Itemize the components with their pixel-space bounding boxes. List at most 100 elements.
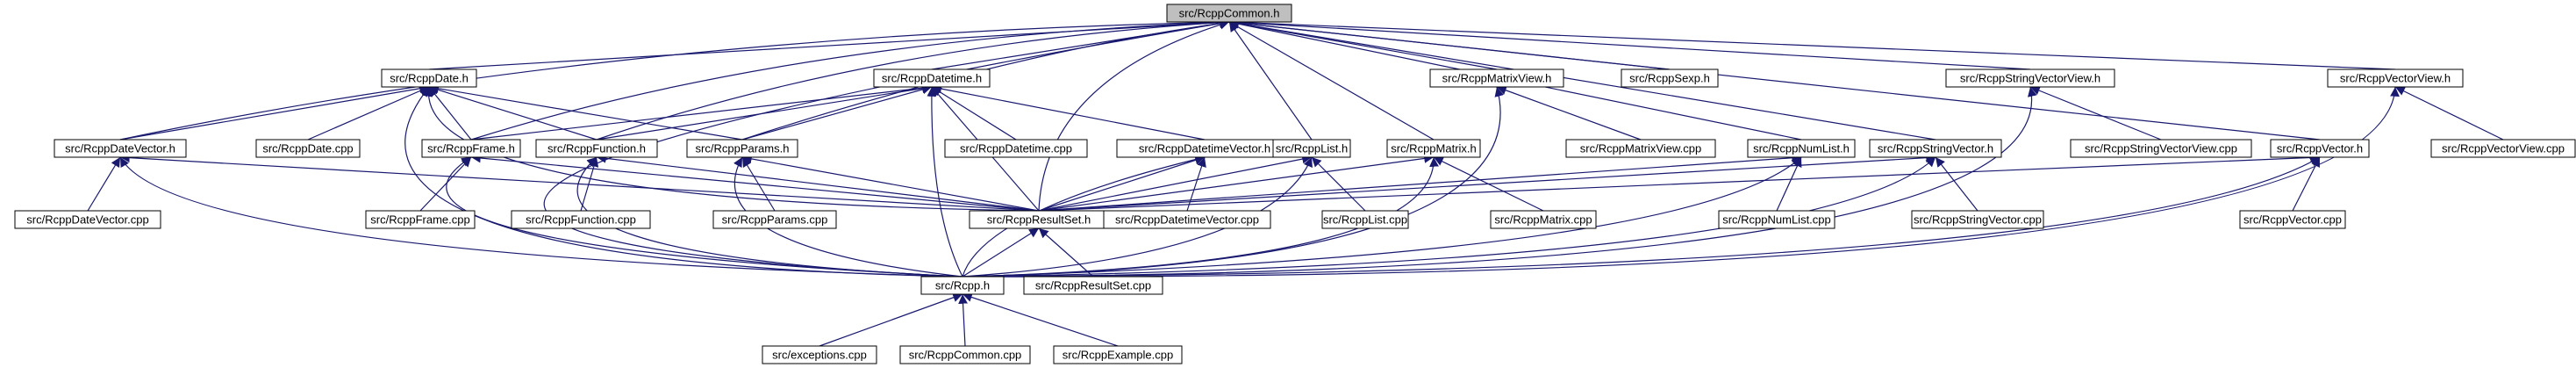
node-box[interactable]	[1490, 210, 1597, 229]
node-label: src/RcppDateVector.h	[65, 142, 175, 155]
node-datetimevector-h[interactable]: src/RcppDatetimeVector.h	[1116, 139, 1293, 158]
node-common[interactable]: src/RcppCommon.h	[1166, 4, 1292, 23]
node-list-h[interactable]: src/RcppList.h	[1272, 139, 1351, 158]
node-resultset-h[interactable]: src/RcppResultSet.h	[969, 210, 1109, 229]
node-list-cpp[interactable]: src/RcppList.cpp	[1321, 210, 1409, 229]
node-box[interactable]	[1429, 69, 1564, 88]
node-vectorview-h[interactable]: src/RcppVectorView.h	[2327, 69, 2464, 88]
node-label: src/RcppMatrix.cpp	[1494, 213, 1592, 227]
node-box[interactable]	[1053, 345, 1183, 364]
node-rcpp-h[interactable]: src/Rcpp.h	[920, 276, 1005, 295]
node-matrixview-cpp[interactable]: src/RcppMatrixView.cpp	[1565, 139, 1716, 158]
node-box[interactable]	[1718, 210, 1835, 229]
edge-resultset_h-to-common	[1038, 20, 1230, 212]
node-box[interactable]	[381, 69, 477, 88]
node-datevector-cpp[interactable]: src/RcppDateVector.cpp	[14, 210, 161, 229]
node-datevector-h[interactable]: src/RcppDateVector.h	[54, 139, 187, 158]
node-box[interactable]	[1945, 69, 2115, 88]
node-stringvectorview-cpp[interactable]: src/RcppStringVectorView.cpp	[2070, 139, 2252, 158]
node-datetime-cpp[interactable]: src/RcppDatetime.cpp	[944, 139, 1088, 158]
edge-rcpp_h-to-vector_h	[962, 156, 2321, 278]
node-layer: src/RcppCommon.h src/RcppDate.h src/RcppDa…	[14, 4, 2576, 364]
edge-resultset_h-to-function_h	[596, 153, 1040, 212]
node-box[interactable]	[14, 210, 161, 229]
node-frame-h[interactable]: src/RcppFrame.h	[421, 139, 521, 158]
node-label: src/RcppDatetime.h	[882, 72, 982, 85]
node-box[interactable]	[1023, 276, 1163, 295]
node-box[interactable]	[944, 139, 1088, 158]
node-vector-h[interactable]: src/RcppVector.h	[2270, 139, 2370, 158]
node-label: src/RcppStringVector.h	[1878, 142, 1993, 155]
node-date-cpp[interactable]: src/RcppDate.cpp	[255, 139, 361, 158]
node-box[interactable]	[535, 139, 658, 158]
node-label: src/RcppMatrix.h	[1391, 142, 1477, 155]
node-stringvectorview-h[interactable]: src/RcppStringVectorView.h	[1945, 69, 2115, 88]
node-box[interactable]	[511, 210, 651, 229]
edge-rcpp_h-to-stringvector_h	[962, 156, 1936, 278]
edge-params_h-to-date_h	[428, 83, 743, 141]
node-label: src/RcppCommon.h	[1179, 7, 1280, 20]
node-box[interactable]	[54, 139, 187, 158]
node-box[interactable]	[365, 210, 476, 229]
node-box[interactable]	[762, 345, 877, 364]
node-box[interactable]	[1747, 139, 1856, 158]
node-numlist-h[interactable]: src/RcppNumList.h	[1747, 139, 1856, 158]
node-label: src/RcppList.h	[1276, 142, 1348, 155]
node-box[interactable]	[1621, 69, 1719, 88]
node-matrix-h[interactable]: src/RcppMatrix.h	[1386, 139, 1481, 158]
node-stringvector-cpp[interactable]: src/RcppStringVector.cpp	[1911, 210, 2044, 229]
node-box[interactable]	[421, 139, 521, 158]
node-box[interactable]	[1103, 210, 1271, 229]
node-date-h[interactable]: src/RcppDate.h	[381, 69, 477, 88]
node-box[interactable]	[712, 210, 837, 229]
edge-matrixview_cpp-to-matrixview_h	[1496, 85, 1642, 141]
node-box[interactable]	[1166, 4, 1292, 23]
node-box[interactable]	[2070, 139, 2252, 158]
node-box[interactable]	[1272, 139, 1351, 158]
node-common-cpp[interactable]: src/RcppCommon.cpp	[899, 345, 1031, 364]
node-vector-cpp[interactable]: src/RcppVector.cpp	[2239, 210, 2346, 229]
node-datetime-h[interactable]: src/RcppDatetime.h	[873, 69, 991, 88]
node-box[interactable]	[2430, 139, 2576, 158]
node-params-h[interactable]: src/RcppParams.h	[686, 139, 798, 158]
node-label: src/RcppNumList.h	[1753, 142, 1850, 155]
node-exceptions-cpp[interactable]: src/exceptions.cpp	[762, 345, 877, 364]
edge-datetime_cpp-to-datetime_h	[931, 86, 1017, 141]
node-numlist-cpp[interactable]: src/RcppNumList.cpp	[1718, 210, 1835, 229]
node-label: src/RcppVectorView.h	[2340, 72, 2451, 85]
node-example-cpp[interactable]: src/RcppExample.cpp	[1053, 345, 1183, 364]
node-sexp-h[interactable]: src/RcppSexp.h	[1621, 69, 1719, 88]
node-vectorview-cpp[interactable]: src/RcppVectorView.cpp	[2430, 139, 2576, 158]
node-box[interactable]	[255, 139, 361, 158]
node-box[interactable]	[873, 69, 991, 88]
node-box[interactable]	[1565, 139, 1716, 158]
node-label: src/RcppResultSet.h	[987, 213, 1091, 227]
node-label: src/RcppVectorView.cpp	[2442, 142, 2565, 155]
node-box[interactable]	[2270, 139, 2370, 158]
node-label: src/RcppDate.cpp	[262, 142, 353, 155]
edge-datevector_h-to-date_h	[119, 83, 430, 141]
edge-resultset_h-to-frame_h	[470, 153, 1040, 212]
node-resultset-cpp[interactable]: src/RcppResultSet.cpp	[1023, 276, 1163, 295]
node-box[interactable]	[1911, 210, 2044, 229]
node-frame-cpp[interactable]: src/RcppFrame.cpp	[365, 210, 476, 229]
node-stringvector-h[interactable]: src/RcppStringVector.h	[1869, 139, 2002, 158]
node-box[interactable]	[1386, 139, 1481, 158]
node-box[interactable]	[899, 345, 1031, 364]
node-box[interactable]	[2327, 69, 2464, 88]
node-function-h[interactable]: src/RcppFunction.h	[535, 139, 658, 158]
node-box[interactable]	[686, 139, 798, 158]
node-datetimevector-cpp[interactable]: src/RcppDatetimeVector.cpp	[1103, 210, 1271, 229]
node-matrixview-h[interactable]: src/RcppMatrixView.h	[1429, 69, 1564, 88]
node-function-cpp[interactable]: src/RcppFunction.cpp	[511, 210, 651, 229]
node-box[interactable]	[920, 276, 1005, 295]
node-matrix-cpp[interactable]: src/RcppMatrix.cpp	[1490, 210, 1597, 229]
edge-stringvector_cpp-to-stringvector_h	[1935, 156, 1979, 212]
node-box[interactable]	[1869, 139, 2002, 158]
node-params-cpp[interactable]: src/RcppParams.cpp	[712, 210, 837, 229]
edge-matrix_h-to-common	[1228, 21, 1435, 141]
node-label: src/RcppFrame.h	[427, 142, 515, 155]
node-box[interactable]	[1321, 210, 1409, 229]
node-box[interactable]	[2239, 210, 2346, 229]
